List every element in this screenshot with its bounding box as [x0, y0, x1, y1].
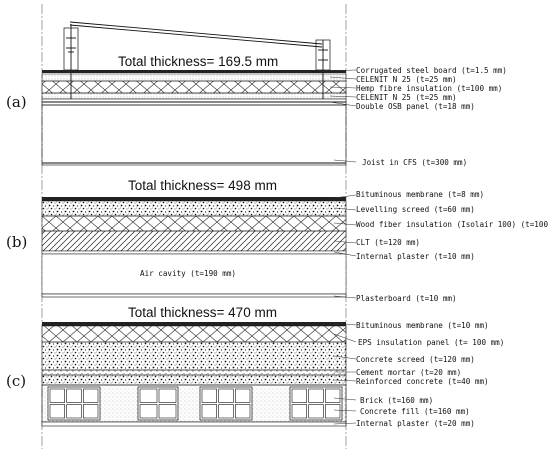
- panel-a: (a) Total thickness= 169.5 mm: [6, 21, 507, 167]
- panel-c-layer-1: Bituminous membrane (t=10 mm): [356, 321, 489, 330]
- panel-b-title: Total thickness= 498 mm: [128, 178, 277, 193]
- brick-cell: [325, 388, 341, 403]
- panel-a-layer-1: Corrugated steel board (t=1.5 mm): [356, 66, 507, 75]
- brick-cell: [201, 388, 217, 403]
- brick-block: [199, 386, 253, 421]
- panel-a-title: Total thickness= 169.5 mm: [118, 54, 278, 69]
- brick-block: [289, 386, 343, 421]
- brick-cell: [49, 388, 65, 403]
- brick-cell: [291, 404, 307, 419]
- panel-a-layer-6: Joist in CFS (t=300 mm): [362, 158, 467, 167]
- panel-c-layer-7: Concrete fill (t=160 mm): [360, 407, 470, 416]
- brick-cell: [325, 404, 341, 419]
- panel-c-layer-3: Concrete screed (t=120 mm): [356, 355, 475, 364]
- brick-cell: [83, 388, 99, 403]
- panel-b-layer-1: Bituminous membrane (t=8 mm): [356, 190, 484, 199]
- brick-cell: [83, 404, 99, 419]
- brick-cell: [139, 404, 158, 419]
- brick-cell: [66, 404, 82, 419]
- brick-cell: [66, 388, 82, 403]
- panel-c-layer-6: Brick (t=160 mm): [360, 396, 433, 405]
- brick-cell: [308, 388, 324, 403]
- brick-course: [41, 384, 347, 423]
- panel-a-tag: (a): [6, 93, 27, 111]
- brick-block: [47, 386, 101, 421]
- panel-a-layer-5: Double OSB panel (t=18 mm): [356, 102, 475, 111]
- brick-cell: [158, 404, 177, 419]
- panel-a-layer-2: CELENIT N 25 (t=25 mm): [356, 75, 457, 84]
- panel-a-layer-4: CELENIT N 25 (t=25 mm): [356, 93, 457, 102]
- brick-cell: [235, 388, 251, 403]
- brick-cell: [158, 388, 177, 403]
- panel-c-layer-2: EPS insulation panel (t= 100 mm): [358, 338, 504, 347]
- brick-cell: [235, 404, 251, 419]
- panel-b-layer-3: Wood fiber insulation (Isolair 100) (t=1…: [356, 220, 550, 229]
- panel-b-layer-2: Levelling screed (t=60 mm): [356, 205, 475, 214]
- panel-c-layer-8: Internal plaster (t=20 mm): [356, 419, 475, 428]
- brick-block: [137, 386, 179, 421]
- panel-b-cavity-label: Air cavity (t=190 mm): [140, 269, 236, 278]
- panel-c: (c) Total thickness= 470 mm Bituminous m…: [6, 305, 504, 428]
- brick-cell: [218, 388, 234, 403]
- panel-c-layer-4: Cement mortar (t=20 mm): [356, 368, 461, 377]
- panel-a-layer-3: Hemp fibre insulation (t=100 mm): [356, 84, 502, 93]
- panel-b: (b) Total thickness= 498 mm Air cavity (…: [6, 178, 550, 303]
- brick-cell: [218, 404, 234, 419]
- panel-b-tag: (b): [6, 233, 27, 251]
- panel-c-layer-5: Reinforced concrete (t=40 mm): [356, 377, 489, 386]
- panel-c-tag: (c): [6, 372, 26, 390]
- panel-c-title: Total thickness= 470 mm: [128, 305, 277, 320]
- brick-cell: [308, 404, 324, 419]
- panel-b-layer-5: Internal plaster (t=10 mm): [356, 252, 475, 261]
- panel-b-layer-4: CLT (t=120 mm): [356, 238, 420, 247]
- brick-cell: [201, 404, 217, 419]
- brick-cell: [49, 404, 65, 419]
- brick-cell: [139, 388, 158, 403]
- panel-b-layer-6: Plasterboard (t=10 mm): [356, 294, 457, 303]
- brick-cell: [291, 388, 307, 403]
